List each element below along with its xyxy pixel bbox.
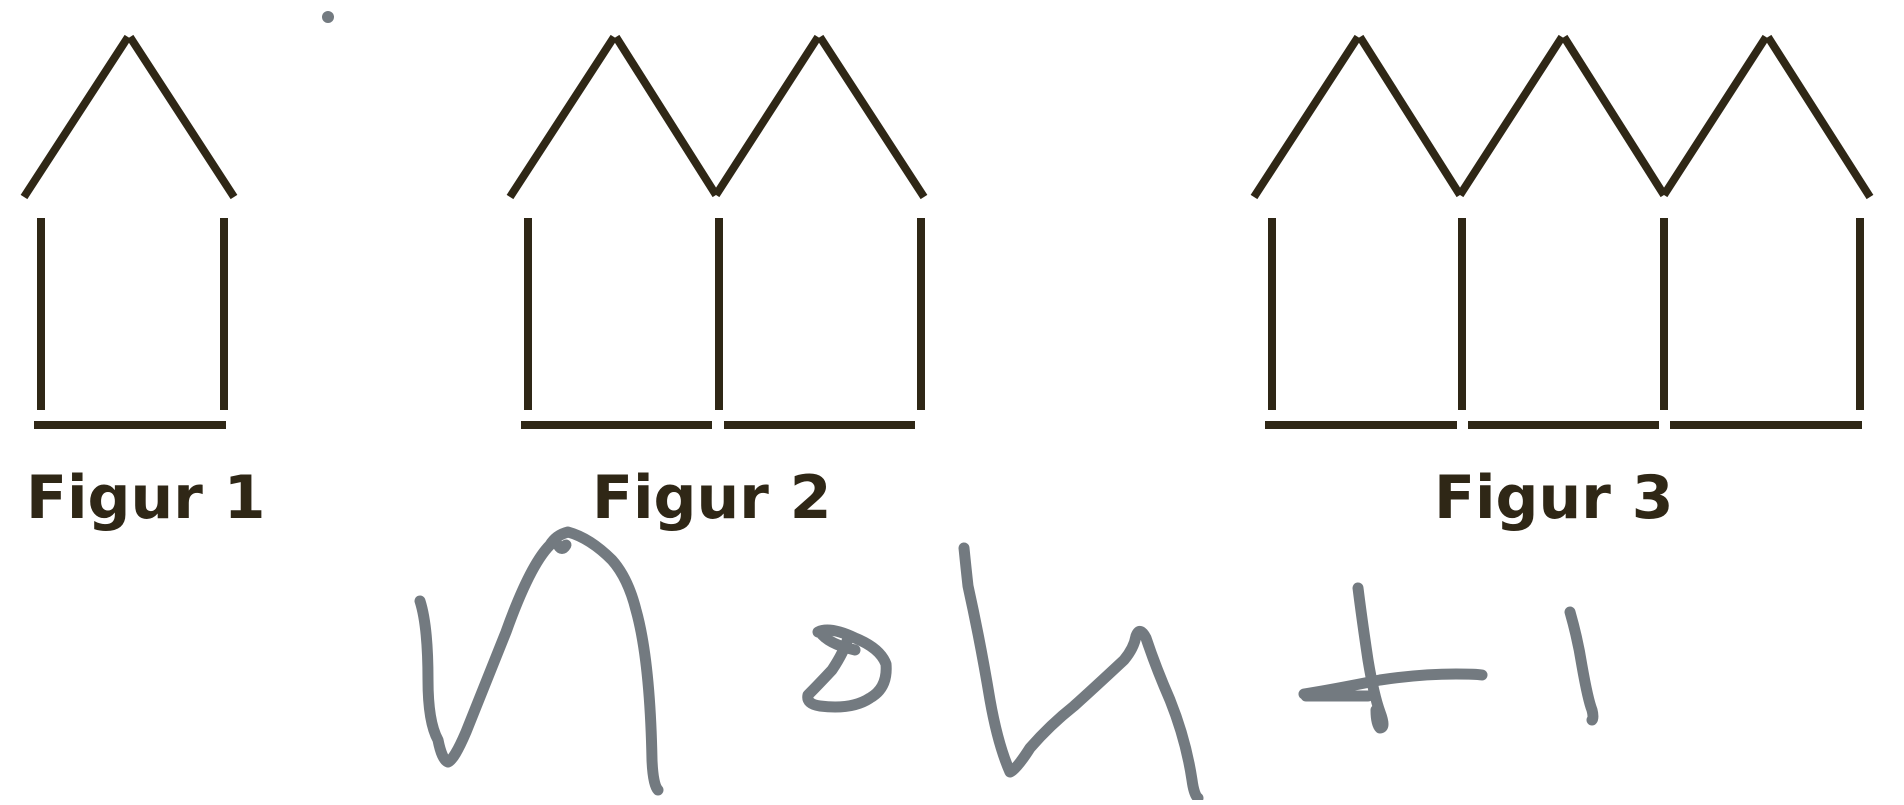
matchstick: [1356, 34, 1464, 198]
matchstick: [1560, 34, 1668, 198]
figure-2-label: Figur 2: [592, 463, 832, 533]
figure-2-houses: [506, 34, 928, 429]
matchstick: [1456, 34, 1566, 198]
figure-1-label: Figur 1: [26, 463, 266, 533]
stray-dot-icon: [322, 11, 334, 23]
matchstick: [612, 34, 720, 198]
matchstick: [126, 34, 238, 200]
matchstick: [20, 34, 132, 200]
matchstick: [506, 34, 618, 200]
matchstick: [816, 34, 928, 200]
matchstick: [1250, 34, 1362, 200]
matchstick: [1660, 34, 1770, 198]
figure-1-houses: [20, 34, 238, 429]
matchstick: [712, 34, 822, 198]
matchstick: [1764, 34, 1874, 200]
handwritten-formula-icon: [414, 526, 1599, 804]
figure-3-houses: [1250, 34, 1874, 429]
figure-3-label: Figur 3: [1434, 463, 1674, 533]
